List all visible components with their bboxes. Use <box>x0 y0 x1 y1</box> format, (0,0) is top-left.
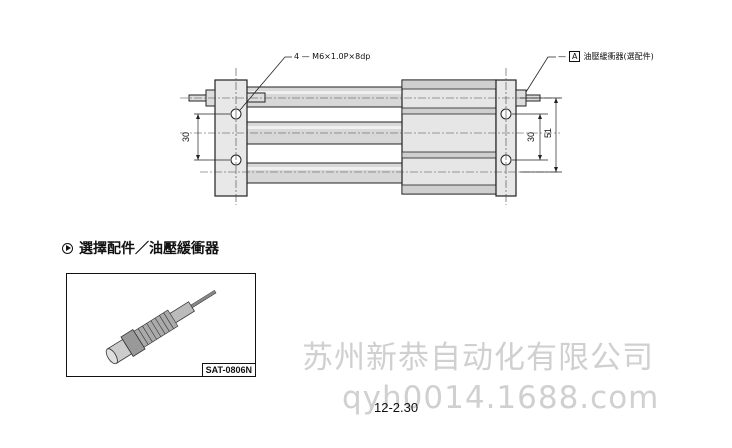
product-image-box: SAT-0806N <box>66 273 256 377</box>
dim-right-51: 51 <box>543 127 554 139</box>
tap-callout: 4 — M6×1.0P×8dp <box>294 52 371 61</box>
dim-left-30: 30 <box>181 131 192 143</box>
section-heading: 選擇配件／油壓緩衝器 <box>62 238 219 258</box>
shock-absorber-callout: — A 油壓緩衝器(選配件) <box>558 51 654 62</box>
model-label: SAT-0806N <box>201 363 256 377</box>
page-number: 12-2.30 <box>374 400 419 415</box>
callout-text: 油壓緩衝器(選配件) <box>583 52 654 61</box>
watermark-site: qyh0014.1688.com <box>342 380 660 416</box>
play-circle-icon <box>62 242 73 254</box>
watermark-company: 苏州新恭自动化有限公司 <box>302 340 654 376</box>
callout-dash: — <box>558 52 566 61</box>
left-end-plate <box>214 79 248 197</box>
shock-absorber-illustration <box>105 289 217 365</box>
section-title: 選擇配件／油壓緩衝器 <box>79 241 219 257</box>
mount-holes-left <box>230 108 242 166</box>
callout-box-label: A <box>569 51 581 62</box>
cylinder-body <box>401 79 497 195</box>
dim-right-30: 30 <box>526 131 537 143</box>
